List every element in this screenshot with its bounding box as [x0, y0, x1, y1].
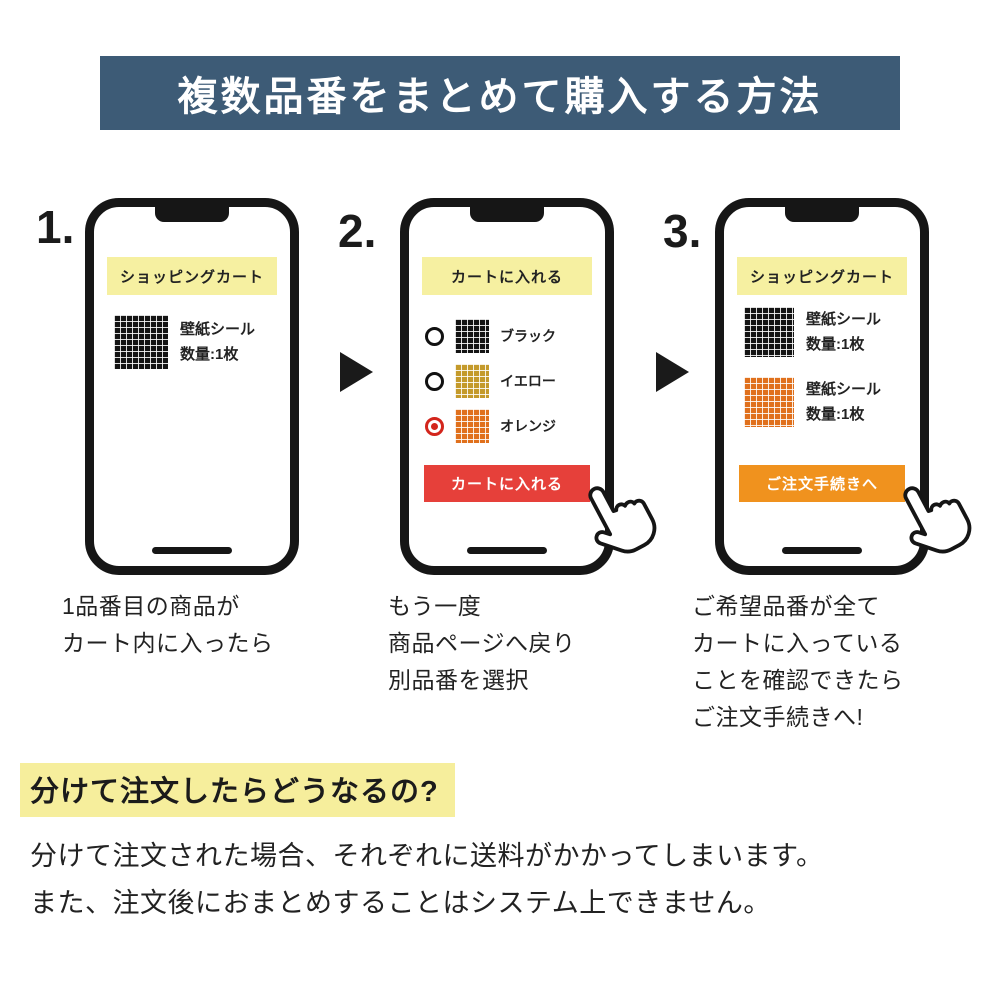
step-arrow-icon	[656, 352, 689, 392]
phone-step-1: ショッピングカート 壁紙シール 数量:1枚	[85, 198, 299, 575]
note-body-line: 分けて注文された場合、それぞれに送料がかかってしまいます。	[30, 841, 824, 871]
cart-banner: ショッピングカート	[107, 257, 277, 295]
step-2-number: 2.	[338, 205, 377, 257]
caption-line: カートに入っている	[692, 630, 903, 656]
step-arrow-icon	[340, 352, 373, 392]
swatch-yellow	[455, 364, 489, 398]
cart-item-text: 壁紙シール 数量:1枚	[806, 307, 881, 357]
caption-line: 1品番目の商品が	[62, 593, 240, 619]
option-label: ブラック	[500, 328, 556, 344]
step-3-caption: ご希望品番が全て カートに入っている ことを確認できたら ご注文手続きへ!	[692, 588, 904, 736]
page-title: 複数品番をまとめて購入する方法	[177, 75, 823, 119]
caption-line: ご注文手続きへ!	[692, 704, 864, 730]
product-name: 壁紙シール	[806, 381, 882, 398]
add-to-cart-banner: カートに入れる	[422, 257, 592, 295]
color-option-yellow[interactable]: イエロー	[425, 364, 556, 398]
caption-line: 商品ページへ戻り	[388, 630, 576, 656]
phone-step-3: ショッピングカート 壁紙シール 数量:1枚 壁紙シール 数量:1枚 ご注文手続き…	[715, 198, 929, 575]
swatch-orange	[455, 409, 489, 443]
option-label: オレンジ	[500, 418, 556, 434]
phone-home-bar	[782, 547, 862, 554]
step-1-caption: 1品番目の商品が カート内に入ったら	[62, 588, 274, 662]
add-to-cart-button[interactable]: カートに入れる	[424, 465, 590, 502]
radio-button[interactable]	[425, 326, 444, 346]
note-body-line: また、注文後におまとめすることはシステム上できません。	[30, 888, 771, 918]
cart-item-text: 壁紙シール 数量:1枚	[180, 317, 255, 367]
phone-notch	[470, 207, 544, 222]
note-body: 分けて注文された場合、それぞれに送料がかかってしまいます。 また、注文後におまと…	[30, 833, 823, 927]
color-option-orange[interactable]: オレンジ	[425, 409, 556, 443]
product-name: 壁紙シール	[180, 321, 256, 338]
product-swatch-orange	[744, 377, 794, 427]
product-qty: 数量:1枚	[180, 346, 239, 363]
cart-banner: ショッピングカート	[737, 257, 907, 295]
cart-item: 壁紙シール 数量:1枚	[114, 315, 255, 369]
product-swatch-black	[744, 307, 794, 357]
radio-button-selected[interactable]	[425, 416, 444, 436]
caption-line: ご希望品番が全て	[692, 593, 880, 619]
tap-hand-icon	[588, 486, 657, 554]
tap-hand-icon	[903, 486, 972, 554]
step-3-number: 3.	[663, 205, 702, 257]
caption-line: もう一度	[388, 593, 482, 619]
product-qty: 数量:1枚	[806, 336, 865, 353]
caption-line: カート内に入ったら	[62, 630, 274, 656]
page-title-bar: 複数品番をまとめて購入する方法	[100, 56, 900, 130]
step-2-caption: もう一度 商品ページへ戻り 別品番を選択	[388, 588, 576, 699]
phone-notch	[155, 207, 229, 222]
cart-item: 壁紙シール 数量:1枚	[744, 377, 881, 427]
checkout-button[interactable]: ご注文手続きへ	[739, 465, 905, 502]
phone-step-2: カートに入れる ブラック イエロー オレンジ カートに入れる	[400, 198, 614, 575]
swatch-black	[455, 319, 489, 353]
product-swatch-black	[114, 315, 168, 369]
product-qty: 数量:1枚	[806, 406, 865, 423]
phone-notch	[785, 207, 859, 222]
radio-button[interactable]	[425, 371, 444, 391]
phone-home-bar	[467, 547, 547, 554]
phone-home-bar	[152, 547, 232, 554]
option-label: イエロー	[500, 373, 556, 389]
product-name: 壁紙シール	[806, 311, 882, 328]
step-1-number: 1.	[36, 201, 75, 253]
caption-line: ことを確認できたら	[692, 667, 904, 693]
cart-item-text: 壁紙シール 数量:1枚	[806, 377, 881, 427]
note-heading: 分けて注文したらどうなるの?	[20, 763, 455, 817]
color-option-black[interactable]: ブラック	[425, 319, 556, 353]
cart-item: 壁紙シール 数量:1枚	[744, 307, 881, 357]
caption-line: 別品番を選択	[388, 667, 529, 693]
